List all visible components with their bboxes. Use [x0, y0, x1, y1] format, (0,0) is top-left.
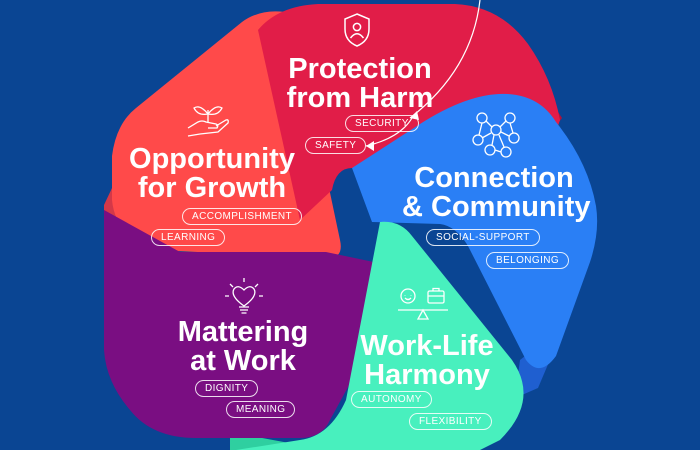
protection-title-line2: from Harm [286, 82, 434, 114]
tag-meaning: MEANING [226, 401, 296, 418]
tag-social-support: SOCIAL-SUPPORT [426, 229, 540, 246]
mattering-title-line2: at Work [190, 345, 296, 377]
worklife-segment [236, 221, 524, 450]
worklife-segment-underside [230, 432, 345, 450]
tag-flexibility: FLEXIBILITY [409, 413, 492, 430]
mattering-title: Mattering at Work [168, 318, 318, 376]
worklife-title-line1: Work-Life [360, 330, 494, 362]
worklife-title-line2: Harmony [364, 359, 490, 391]
network-people-icon [472, 112, 520, 158]
tag-belonging: BELONGING [486, 252, 570, 269]
tag-dignity: DIGNITY [195, 380, 259, 397]
tag-safety: SAFETY [305, 137, 367, 154]
tag-accomplishment: ACCOMPLISHMENT [182, 208, 303, 225]
balance-scale-icon [398, 287, 448, 320]
hand-sprout-icon [187, 106, 229, 137]
protection-segment [258, 4, 560, 220]
opportunity-title-line2: for Growth [137, 172, 287, 204]
shield-person-icon [344, 13, 370, 47]
connection-title-line2: & Community [402, 191, 591, 223]
worklife-title: Work-Life Harmony [352, 332, 502, 390]
connection-title-line1: Connection [414, 162, 574, 194]
connection-title: Connection & Community [402, 162, 591, 223]
protection-title: Protection from Harm [276, 55, 444, 113]
opportunity-title-line1: Opportunity [129, 143, 295, 175]
tag-autonomy: AUTONOMY [351, 391, 432, 408]
tag-learning: LEARNING [151, 229, 226, 246]
opportunity-title: Opportunity for Growth [117, 145, 307, 203]
connection-segment [352, 93, 598, 369]
protection-title-line1: Protection [288, 53, 432, 85]
arrow-head-2 [366, 141, 374, 151]
lightbulb-heart-icon [225, 278, 263, 314]
arrow-curve [409, 0, 481, 119]
mattering-title-line1: Mattering [177, 316, 309, 348]
tag-security: SECURITY [345, 115, 419, 132]
mattering-segment [104, 210, 412, 438]
